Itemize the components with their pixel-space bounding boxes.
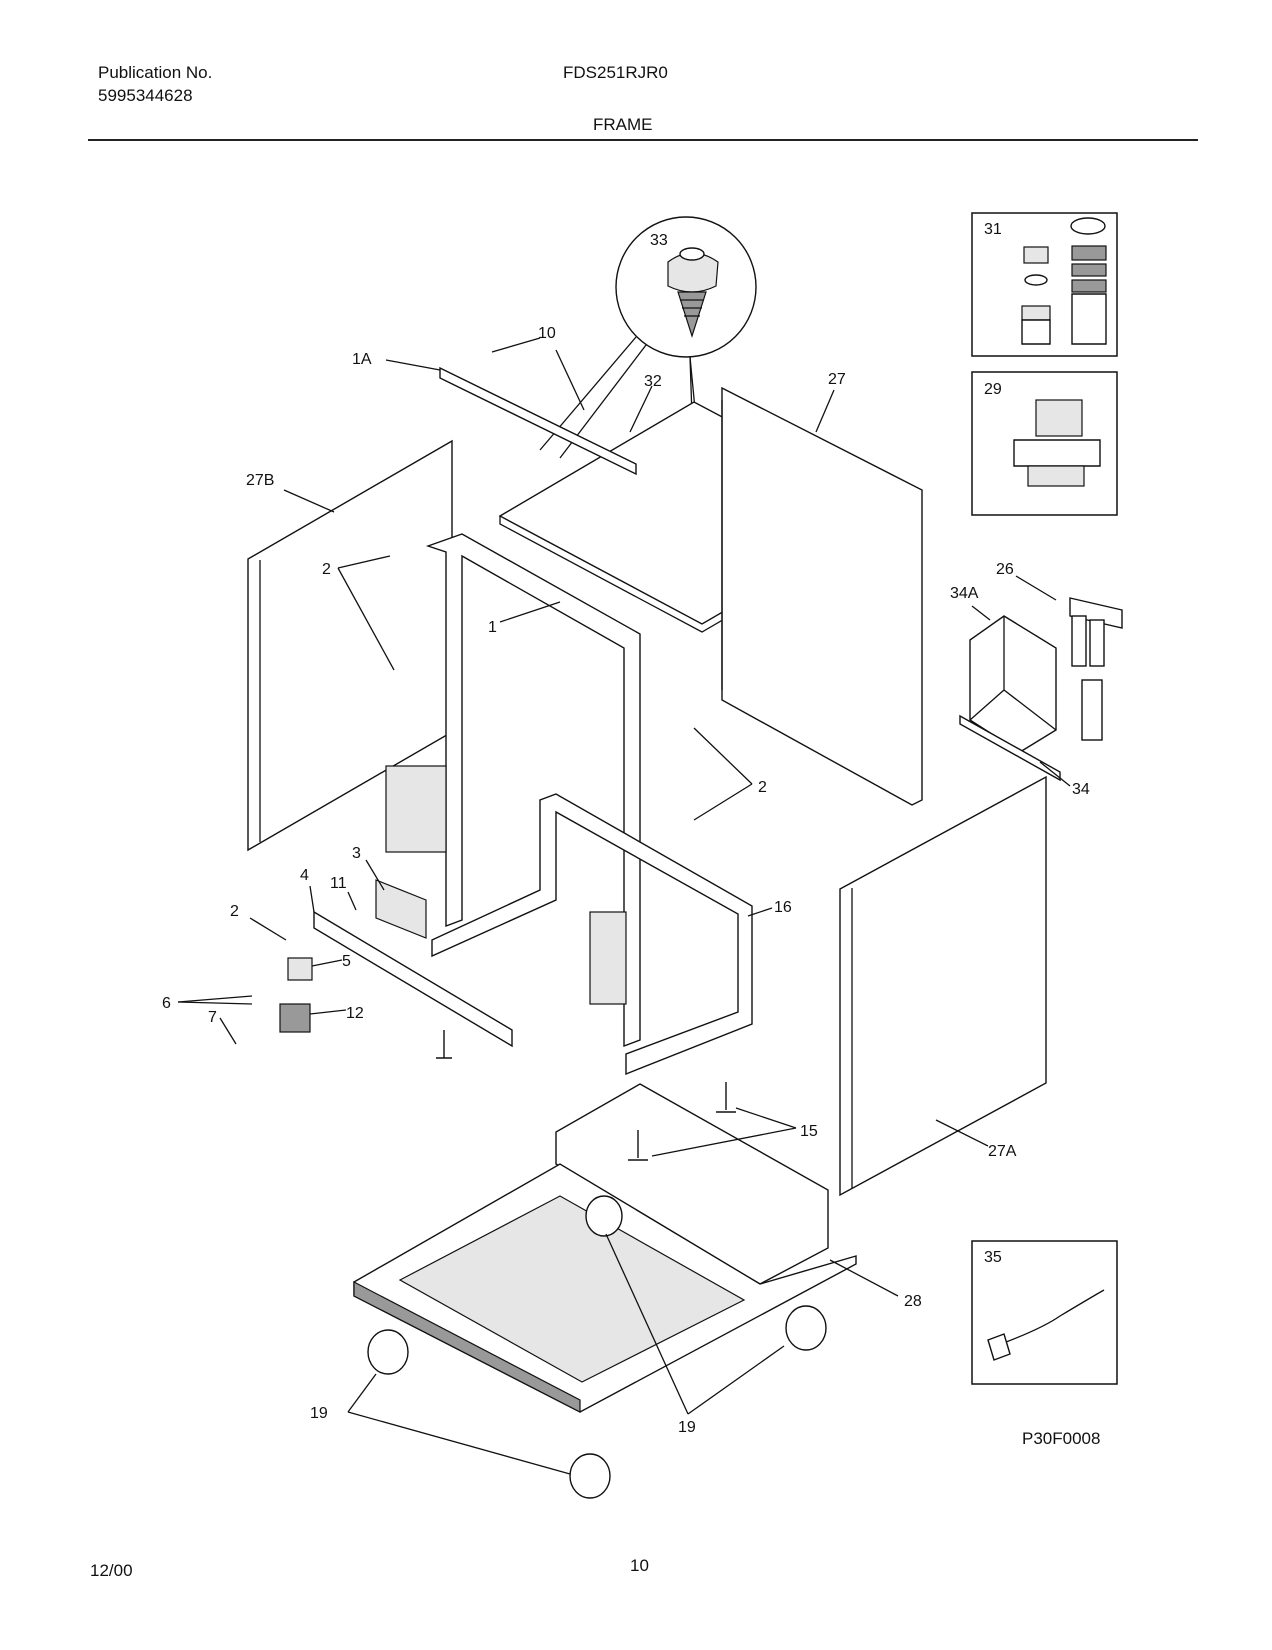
callout-7: 7 [208,1009,217,1026]
callout-11: 11 [330,875,347,892]
callout-3: 3 [352,845,361,862]
header-rule [88,139,1198,141]
callout-32: 32 [644,373,662,390]
callout-35: 35 [984,1249,1002,1266]
part-4-strip [279,879,513,1059]
callout-5: 5 [342,953,351,970]
part-26-valve [1069,597,1123,741]
callout-34: 34 [1072,781,1090,798]
part-29-box [971,371,1118,516]
callout-labels: 33 31 10 1A 32 27 29 27B 2 26 34A 1 2 34… [162,221,1100,1448]
part-35-box [971,1240,1118,1385]
part-16-rail [431,793,753,1076]
diagram-code: P30F0008 [1022,1429,1100,1448]
part-1A-bracket [439,366,637,476]
section-title: FRAME [593,115,653,134]
callout-4: 4 [300,867,309,884]
callout-31: 31 [984,221,1002,238]
part-27A-panel [839,775,1047,1197]
publication-label: Publication No. [98,63,213,82]
callout-1A: 1A [352,351,372,368]
callout-2-middle: 2 [758,779,767,796]
part-1-frame [385,533,641,1048]
footer-date: 12/00 [90,1561,133,1580]
callout-16: 16 [774,899,792,916]
callout-27: 27 [828,371,846,388]
callout-2-lower: 2 [230,903,239,920]
page-number: 10 [630,1556,649,1575]
callout-33: 33 [650,232,668,249]
callout-26: 26 [996,561,1014,578]
callout-6: 6 [162,995,171,1012]
part-19-casters [367,1195,827,1499]
callout-19-left: 19 [310,1405,328,1422]
model-number: FDS251RJR0 [563,63,668,82]
part-27B-panel [247,439,453,852]
callout-12: 12 [346,1005,364,1022]
part-28-base [353,1083,857,1413]
part-15-legs [628,1082,736,1161]
callout-34A: 34A [950,585,979,602]
part-34A-cover [969,615,1057,753]
callout-15: 15 [800,1123,818,1140]
callout-28: 28 [904,1293,922,1310]
callout-27A: 27A [988,1143,1017,1160]
callout-2-upper: 2 [322,561,331,578]
publication-number: 5995344628 [98,86,193,105]
callout-1: 1 [488,619,497,636]
callout-19-right: 19 [678,1419,696,1436]
callout-29: 29 [984,381,1002,398]
part-27-panel [721,386,923,806]
leader-lines [177,337,1071,1475]
part-34-bracket [959,714,1061,782]
callout-10: 10 [538,325,556,342]
part-31-box [971,212,1118,357]
callout-27B: 27B [246,472,274,489]
